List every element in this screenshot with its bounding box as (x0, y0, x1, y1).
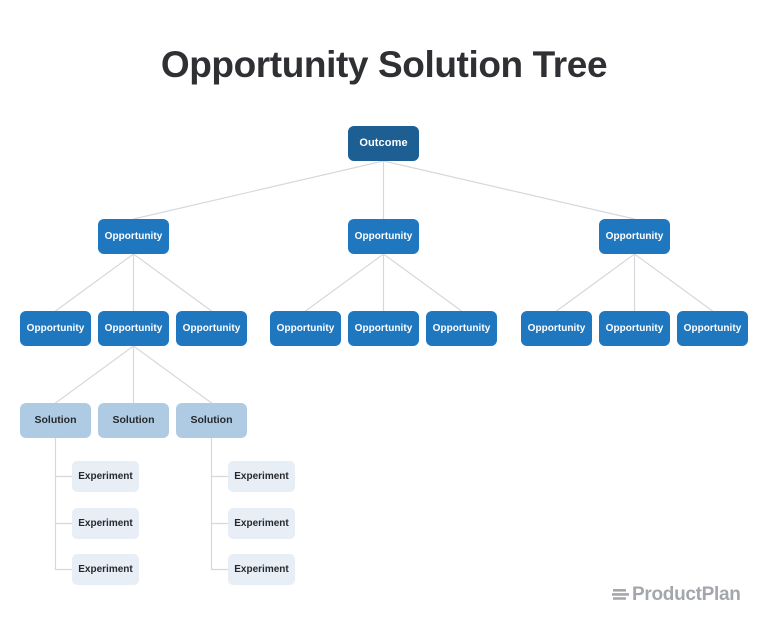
productplan-wordmark: ProductPlan (632, 584, 741, 605)
node-opportunity-8[interactable]: Opportunity (348, 311, 419, 346)
node-opportunity-11[interactable]: Opportunity (599, 311, 670, 346)
node-label: Opportunity (354, 323, 413, 334)
node-label: Opportunity (605, 231, 664, 242)
connector-opportunity-5-to-solution-3 (132, 345, 213, 404)
connector-opportunity-1-to-opportunity-4 (54, 253, 135, 312)
connector-opportunity-2-to-opportunity-9 (382, 253, 463, 312)
connector-outcome-1-to-opportunity-1 (132, 160, 385, 220)
node-solution-2[interactable]: Solution (98, 403, 169, 438)
node-label: Experiment (234, 518, 289, 529)
connector-opportunity-3-to-opportunity-12 (633, 253, 714, 312)
node-label: Opportunity (182, 323, 241, 334)
node-experiment-4[interactable]: Experiment (228, 461, 295, 492)
node-opportunity-7[interactable]: Opportunity (270, 311, 341, 346)
node-label: Experiment (234, 471, 289, 482)
node-opportunity-4[interactable]: Opportunity (20, 311, 91, 346)
node-label: Solution (190, 413, 233, 426)
node-label: Solution (34, 413, 77, 426)
node-opportunity-1[interactable]: Opportunity (98, 219, 169, 254)
connector-opportunity-1-to-opportunity-6 (132, 253, 213, 312)
node-label: Opportunity (432, 323, 491, 334)
productplan-logo: ProductPlan (612, 584, 741, 606)
node-opportunity-3[interactable]: Opportunity (599, 219, 670, 254)
node-label: Experiment (234, 564, 289, 575)
connector-opportunity-2-to-opportunity-7 (304, 253, 385, 312)
node-solution-1[interactable]: Solution (20, 403, 91, 438)
node-label: Opportunity (276, 323, 335, 334)
node-label: Opportunity (26, 323, 85, 334)
node-experiment-6[interactable]: Experiment (228, 554, 295, 585)
node-opportunity-5[interactable]: Opportunity (98, 311, 169, 346)
node-experiment-1[interactable]: Experiment (72, 461, 139, 492)
node-label: Opportunity (683, 323, 742, 334)
connector-outcome-1-to-opportunity-3 (382, 160, 636, 220)
node-label: Opportunity (527, 323, 586, 334)
node-label: Outcome (359, 137, 408, 150)
node-opportunity-10[interactable]: Opportunity (521, 311, 592, 346)
node-label: Opportunity (605, 323, 664, 334)
node-label: Opportunity (354, 231, 413, 242)
node-outcome-1[interactable]: Outcome (348, 126, 419, 161)
node-label: Experiment (78, 471, 133, 482)
node-opportunity-9[interactable]: Opportunity (426, 311, 497, 346)
node-opportunity-12[interactable]: Opportunity (677, 311, 748, 346)
node-label: Experiment (78, 518, 133, 529)
productplan-bars-icon (612, 589, 629, 600)
node-label: Experiment (78, 564, 133, 575)
connector-opportunity-5-to-solution-1 (54, 345, 135, 404)
page-title: Opportunity Solution Tree (160, 44, 608, 85)
node-label: Opportunity (104, 323, 163, 334)
node-experiment-3[interactable]: Experiment (72, 554, 139, 585)
node-experiment-5[interactable]: Experiment (228, 508, 295, 539)
node-label: Solution (112, 413, 155, 426)
node-opportunity-6[interactable]: Opportunity (176, 311, 247, 346)
connector-opportunity-3-to-opportunity-10 (555, 253, 636, 312)
node-experiment-2[interactable]: Experiment (72, 508, 139, 539)
node-opportunity-2[interactable]: Opportunity (348, 219, 419, 254)
node-solution-3[interactable]: Solution (176, 403, 247, 438)
node-label: Opportunity (104, 231, 163, 242)
